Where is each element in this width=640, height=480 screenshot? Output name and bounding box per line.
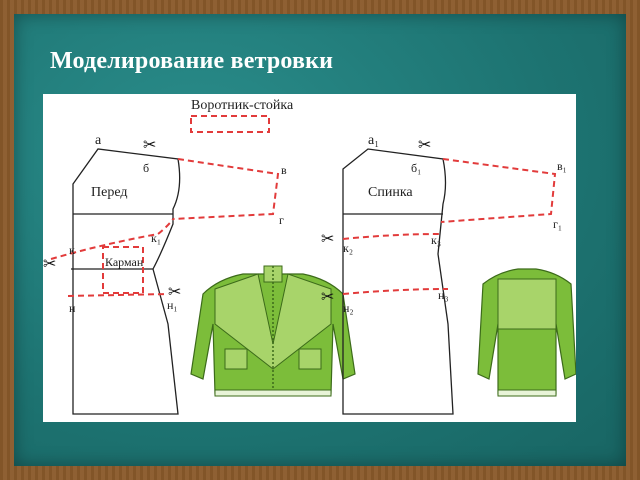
scissors-icon: ✂ (143, 135, 156, 154)
back-sleeve-cut (440, 158, 557, 223)
front-jacket-pocket-left (224, 348, 248, 370)
front-jacket-hem (214, 389, 332, 397)
point-v-label: в (281, 163, 287, 177)
pocket-label: Карман (105, 255, 144, 269)
back-label: Спинка (368, 185, 413, 200)
front-label: Перед (91, 185, 127, 200)
front-pattern: Карман Перед а б в г к к₁ н н₁ ✂ ✂ ✂ (43, 133, 287, 415)
scissors-icon: ✂ (418, 135, 431, 154)
back-yoke-cut (342, 233, 442, 240)
pattern-diagram-panel: Воротник-стойка Карман Перед а б в г к к… (43, 94, 576, 422)
back-jacket-illustration (477, 268, 576, 397)
point-a-label: а (95, 133, 102, 148)
point-k2-label: к₂ (343, 241, 353, 255)
scissors-icon: ✂ (321, 287, 334, 306)
pattern-diagram: Воротник-стойка Карман Перед а б в г к к… (43, 98, 576, 415)
point-g-label: г (279, 213, 284, 227)
point-n1-label: н₁ (167, 298, 178, 312)
point-n2-label: н₂ (343, 301, 354, 315)
front-yoke-cut (50, 218, 174, 260)
point-a1-label: а₁ (368, 133, 379, 148)
scissors-icon: ✂ (43, 254, 56, 273)
front-sleeve-cut (172, 158, 280, 220)
point-b-label: б (143, 161, 149, 175)
front-outline (72, 148, 181, 415)
front-jacket-yoke (214, 273, 332, 370)
front-hem-cut (67, 293, 169, 297)
slide-title: Моделирование ветровки (50, 48, 334, 74)
point-k3-label: к₃ (431, 233, 441, 247)
front-pocket (102, 246, 144, 294)
point-n3-label: н₃ (438, 288, 449, 302)
back-jacket-hem (497, 389, 557, 397)
point-k1-label: к₁ (151, 231, 161, 245)
collar-piece (190, 115, 270, 133)
point-g1-label: г₁ (553, 217, 562, 231)
point-b1-label: б₁ (411, 161, 421, 175)
point-v1-label: в₁ (557, 159, 567, 173)
collar-label: Воротник-стойка (191, 98, 294, 113)
back-pattern: Спинка а₁ б₁ в₁ г₁ к₂ к₃ н₂ н₃ ✂ ✂ ✂ (321, 133, 567, 415)
front-jacket-pocket-right (298, 348, 322, 370)
back-jacket-yoke (497, 278, 557, 330)
point-k-label: к (69, 243, 75, 257)
back-hem-cut (342, 288, 449, 295)
scissors-icon: ✂ (321, 229, 334, 248)
scissors-icon: ✂ (168, 282, 181, 301)
front-jacket-illustration (190, 265, 356, 397)
point-n-label: н (69, 301, 76, 315)
